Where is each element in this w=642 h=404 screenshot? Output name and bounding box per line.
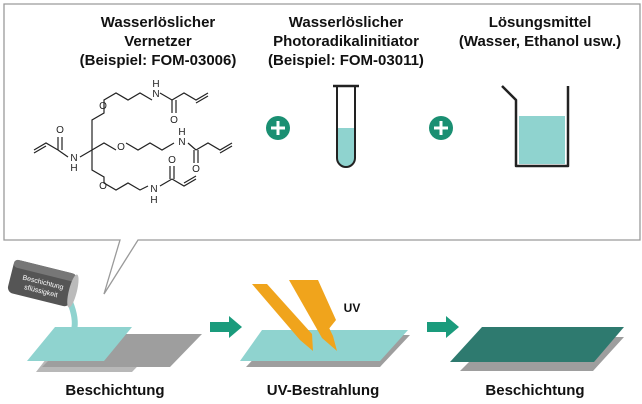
- molecule-atom-labels: O N H O O N H O O N H O N H O: [56, 79, 200, 206]
- crosslinker-structure: [33, 92, 233, 191]
- component-solvent-heading: Lösungsmittel (Wasser, Ethanol usw.): [440, 13, 640, 51]
- atom-o-top: O: [99, 101, 107, 112]
- test-tube-icon: [333, 84, 359, 168]
- uv-light-beams: [252, 280, 337, 351]
- atom-h-left: H: [70, 163, 77, 174]
- atom-h-top: H: [152, 79, 159, 90]
- substrate-step2: [240, 330, 410, 367]
- component-line: (Beispiel: FOM-03011): [268, 52, 424, 69]
- component-line: Vernetzer: [124, 33, 192, 50]
- uv-label: UV: [344, 301, 361, 315]
- callout-box: [3, 3, 641, 295]
- atom-h-mid: H: [178, 127, 185, 138]
- atom-o-bot: O: [99, 181, 107, 192]
- plus-icon: [266, 116, 290, 140]
- atom-o-mid: O: [117, 142, 125, 153]
- component-line: Wasserlöslicher: [100, 14, 216, 31]
- component-line: Wasserlöslicher: [288, 14, 404, 31]
- component-line: Photoradikalinitiator: [273, 33, 419, 50]
- component-line: (Beispiel: FOM-03006): [79, 52, 237, 69]
- process-arrow-icon: [427, 316, 459, 338]
- step-label-coating: Beschichtung: [65, 382, 165, 399]
- step-label-coating-result: Beschichtung: [485, 382, 585, 399]
- atom-n-bot: N: [150, 184, 157, 195]
- step-label-uv-irradiation: UV-Bestrahlung: [266, 382, 380, 399]
- plus-icon: [429, 116, 453, 140]
- component-photoinitiator-heading: Wasserlöslicher Photoradikalinitiator (B…: [246, 13, 446, 70]
- substrate-step3: [450, 327, 624, 371]
- substrate-step1: [27, 327, 202, 372]
- atom-n-left: N: [70, 153, 77, 164]
- atom-n-mid: N: [178, 137, 185, 148]
- component-line: Lösungsmittel: [488, 14, 592, 31]
- atom-h-bot: H: [150, 195, 157, 206]
- coating-liquid-can-icon: [7, 259, 79, 308]
- atom-o-bot-carbonyl: O: [168, 155, 176, 166]
- atom-n-top: N: [152, 89, 159, 100]
- process-arrow-icon: [210, 316, 242, 338]
- component-crosslinker-heading: Wasserlöslicher Vernetzer (Beispiel: FOM…: [58, 13, 258, 70]
- atom-o-left-carbonyl: O: [56, 125, 64, 136]
- beaker-icon: [501, 85, 570, 168]
- atom-o-top-carbonyl: O: [170, 115, 178, 126]
- component-line: (Wasser, Ethanol usw.): [458, 33, 622, 50]
- atom-o-mid-carbonyl: O: [192, 164, 200, 175]
